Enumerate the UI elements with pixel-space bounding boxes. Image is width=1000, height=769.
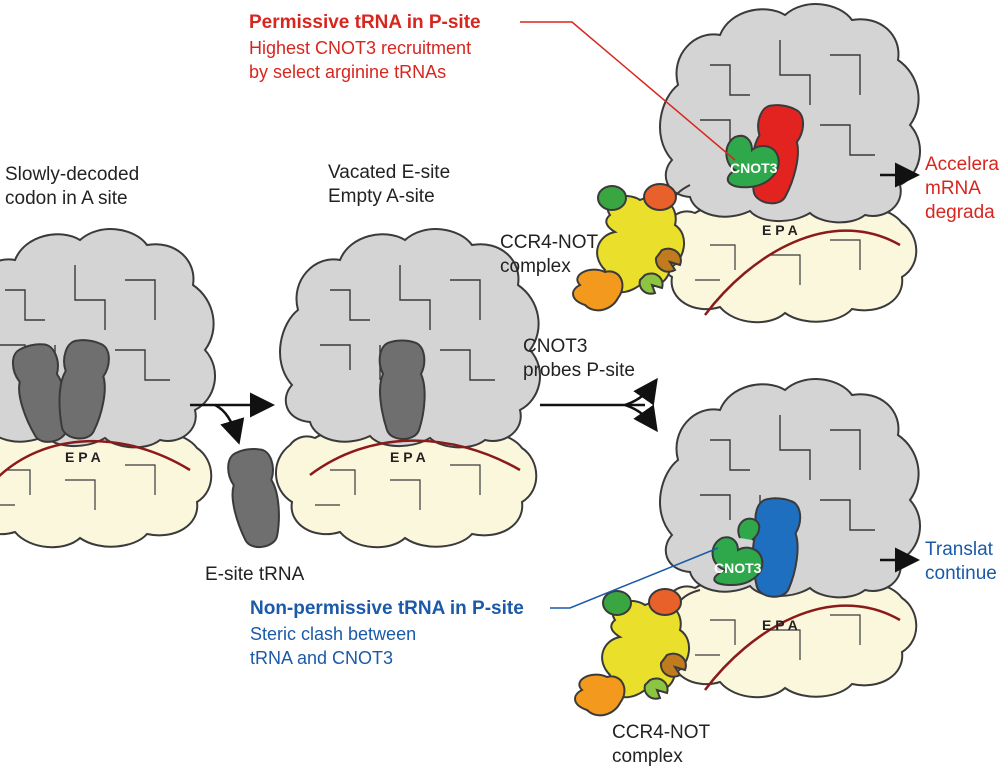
- outcome-top-line2: mRNA: [925, 178, 981, 199]
- cnot3-blob: CNOT3: [711, 517, 764, 587]
- stage2-label-line2: Empty A-site: [328, 186, 435, 207]
- probe-label-line1: CNOT3: [523, 336, 587, 357]
- nonpermissive-leader-line: [550, 547, 719, 609]
- small-subunit: [0, 429, 213, 549]
- site-letters: E P A: [762, 222, 798, 238]
- cnot3-blob: CNOT3: [725, 134, 780, 189]
- mrna-strand: [309, 439, 521, 477]
- probe-label-line2: probes P-site: [523, 360, 635, 381]
- small-subunit: [654, 579, 918, 699]
- nonpermissive-desc-line2: tRNA and CNOT3: [250, 648, 393, 668]
- complex-label-line1-top: CCR4-NOT: [500, 232, 599, 253]
- permissive-leader-line: [520, 21, 736, 161]
- ccr4-not-complex-top: [572, 183, 691, 312]
- nonpermissive-title: Non-permissive tRNA in P-site: [250, 598, 524, 619]
- outcome-bottom-line2: continue: [925, 563, 997, 584]
- stage2-label-line1: Vacated E-site: [328, 162, 450, 183]
- outcome-bottom-line1: Translat: [925, 539, 994, 560]
- cnot3-label: CNOT3: [730, 160, 778, 176]
- small-subunit: [274, 429, 538, 549]
- outcome-top-line1: Accelera: [925, 154, 999, 175]
- cnot3-label: CNOT3: [714, 560, 762, 576]
- complex-label-line2-top: complex: [500, 256, 571, 277]
- site-letters: E P A: [762, 617, 798, 633]
- stage2-ribosome: E P A: [274, 228, 542, 549]
- site-letters: E P A: [65, 449, 101, 465]
- complex-label-line1-bottom: CCR4-NOT: [612, 722, 711, 743]
- outcome-top-line3: degrada: [925, 202, 995, 223]
- permissive-ribosome: CNOT3 E P A: [654, 3, 922, 324]
- mrna-strand: [704, 229, 901, 316]
- stage1-label-line2: codon in A site: [5, 188, 128, 209]
- nonpermissive-desc-line1: Steric clash between: [250, 624, 416, 644]
- permissive-title: Permissive tRNA in P-site: [249, 12, 481, 33]
- permissive-desc-line2: by select arginine tRNAs: [249, 62, 446, 82]
- complex-label-line2-bottom: complex: [612, 746, 683, 767]
- nonpermissive-ribosome: CNOT3 E P A: [654, 378, 922, 699]
- site-letters: E P A: [390, 449, 426, 465]
- branching-arrow: [540, 377, 658, 433]
- stage1-label-line1: Slowly-decoded: [5, 164, 139, 185]
- transition-arrow-1: [190, 392, 275, 445]
- mrna-strand: [0, 440, 191, 478]
- ejected-e-site-trna: [224, 445, 285, 552]
- e-site-trna-label: E-site tRNA: [205, 564, 305, 585]
- stage1-ribosome: E P A: [0, 228, 217, 549]
- p-site-trna: [378, 339, 426, 440]
- mrna-strand: [704, 604, 901, 691]
- ccr4-not-complex-bottom: [574, 588, 701, 717]
- permissive-desc-line1: Highest CNOT3 recruitment: [249, 38, 471, 58]
